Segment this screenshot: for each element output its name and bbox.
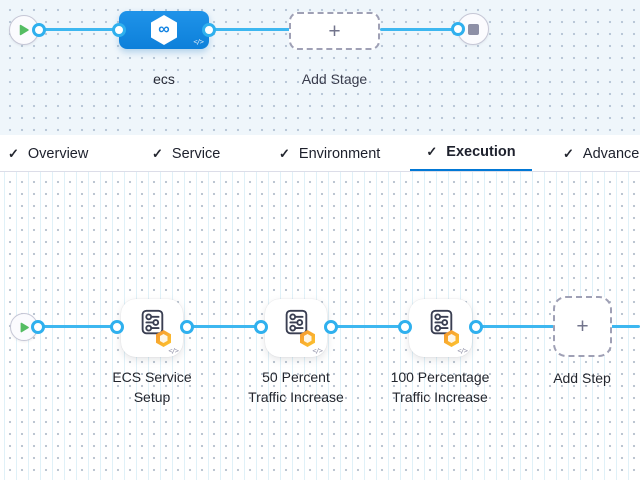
step-node-100-percentage-traffic-increase[interactable]: </>	[409, 299, 472, 357]
connector-line	[187, 325, 261, 328]
connector-line	[380, 28, 458, 31]
stop-icon	[467, 23, 479, 35]
tab-advanced[interactable]: ✓ Advanced	[563, 135, 640, 171]
check-icon: ✓	[426, 144, 438, 159]
connector-port[interactable]	[112, 23, 126, 37]
step-settings-icon	[141, 309, 164, 335]
step-settings-icon	[430, 309, 452, 335]
connector-port[interactable]	[31, 320, 45, 334]
tab-label: Environment	[298, 145, 381, 162]
add-step-label: Add Step	[553, 370, 611, 386]
play-icon	[19, 24, 29, 36]
stage-node-ecs[interactable]: ∞ </>	[119, 11, 209, 49]
check-icon: ✓	[152, 145, 163, 161]
stage-canvas[interactable]: ∞ </> ecs + Add Stage	[0, 0, 640, 135]
check-icon: ✓	[563, 145, 574, 161]
code-view-icon[interactable]: </>	[457, 347, 468, 355]
tab-overview[interactable]: ✓ Overview	[8, 135, 89, 171]
connector-port[interactable]	[324, 320, 338, 334]
hexagon-badge-icon	[300, 330, 315, 347]
execution-canvas[interactable]: </> ECS Service Setup </> 50 Percent Tra…	[0, 172, 640, 480]
connector-port[interactable]	[202, 23, 216, 37]
connector-line	[38, 325, 117, 328]
step-node-50-percent-traffic-increase[interactable]: </>	[265, 299, 327, 357]
play-icon	[20, 322, 29, 332]
connector-port[interactable]	[469, 320, 483, 334]
connector-port[interactable]	[110, 320, 124, 334]
step-settings-icon	[285, 309, 308, 335]
connector-line	[611, 325, 640, 328]
connector-line	[476, 325, 554, 328]
connector-line	[39, 28, 120, 31]
harness-cd-stage-icon: ∞	[151, 15, 177, 45]
stage-label: ecs	[153, 71, 175, 87]
connector-port[interactable]	[398, 320, 412, 334]
tab-label: Advanced	[582, 145, 640, 162]
add-stage-label: Add Stage	[301, 71, 368, 87]
step-node-ecs-service-setup[interactable]: </>	[121, 299, 183, 357]
add-stage-button[interactable]: +	[289, 12, 380, 50]
tab-label: Execution	[446, 144, 516, 160]
check-icon: ✓	[279, 145, 290, 161]
tab-label: Service	[171, 145, 221, 162]
code-view-icon[interactable]: </>	[168, 347, 179, 355]
hexagon-badge-icon	[156, 330, 171, 347]
stage-config-tabs: ✓ Overview ✓ Service ✓ Environment ✓ Exe…	[0, 135, 640, 172]
step-label: 100 Percentage Traffic Increase	[390, 369, 490, 405]
plus-icon: +	[576, 315, 589, 338]
hexagon-badge-icon	[444, 330, 459, 347]
connector-port[interactable]	[180, 320, 194, 334]
check-icon: ✓	[8, 145, 19, 161]
code-view-icon[interactable]: </>	[193, 38, 204, 46]
add-step-button[interactable]: +	[553, 296, 612, 357]
code-view-icon[interactable]: </>	[312, 347, 323, 355]
connector-line	[331, 325, 405, 328]
tab-execution[interactable]: ✓ Execution	[410, 135, 532, 171]
connector-port[interactable]	[254, 320, 268, 334]
step-label: ECS Service Setup	[112, 369, 192, 405]
connector-port[interactable]	[32, 23, 46, 37]
tab-service[interactable]: ✓ Service	[152, 135, 221, 171]
tab-label: Overview	[27, 145, 89, 162]
plus-icon: +	[328, 19, 341, 43]
step-label: 50 Percent Traffic Increase	[248, 369, 344, 405]
connector-port[interactable]	[451, 22, 465, 36]
connector-line	[209, 28, 290, 31]
tab-environment[interactable]: ✓ Environment	[279, 135, 381, 171]
